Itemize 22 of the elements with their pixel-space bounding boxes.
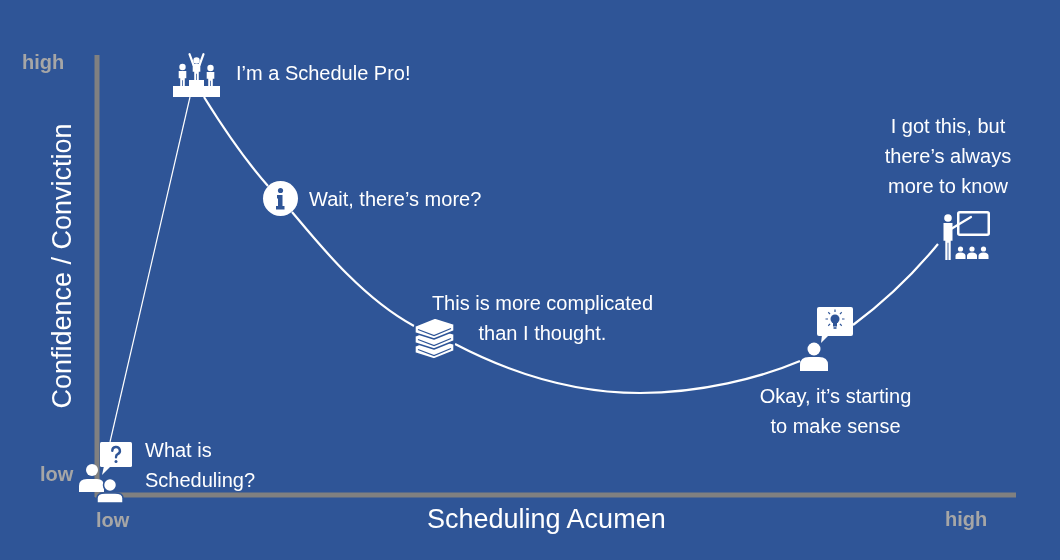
- curve-line: [852, 243, 939, 326]
- caption-text: I’m a Schedule Pro!: [236, 61, 411, 86]
- caption-text: Okay, it’s starting to make sense: [758, 384, 913, 439]
- axis-tick-label: low: [96, 508, 130, 532]
- person-lightbulb-icon: [800, 307, 853, 371]
- caption-text: What is Scheduling?: [145, 438, 257, 493]
- caption-text: This is more complicated than I thought.: [430, 291, 655, 346]
- info-icon: [262, 180, 298, 216]
- curve-line: [109, 96, 191, 443]
- axis-tick-label: low: [40, 462, 74, 486]
- axis-tick-label: high: [945, 507, 988, 531]
- axis-tick-label: high: [22, 50, 65, 74]
- curve-line: [291, 211, 415, 327]
- curve-line: [454, 343, 801, 395]
- axis-title: Confidence / Conviction: [46, 123, 78, 409]
- books-icon: [414, 318, 455, 359]
- podium-icon: [173, 53, 220, 97]
- axis-title: Scheduling Acumen: [427, 503, 666, 535]
- caption-text: Wait, there’s more?: [309, 187, 482, 212]
- curve-line: [203, 96, 269, 187]
- people-question-icon: [77, 442, 132, 503]
- caption-text: I got this, but there’s always more to know: [883, 114, 1013, 199]
